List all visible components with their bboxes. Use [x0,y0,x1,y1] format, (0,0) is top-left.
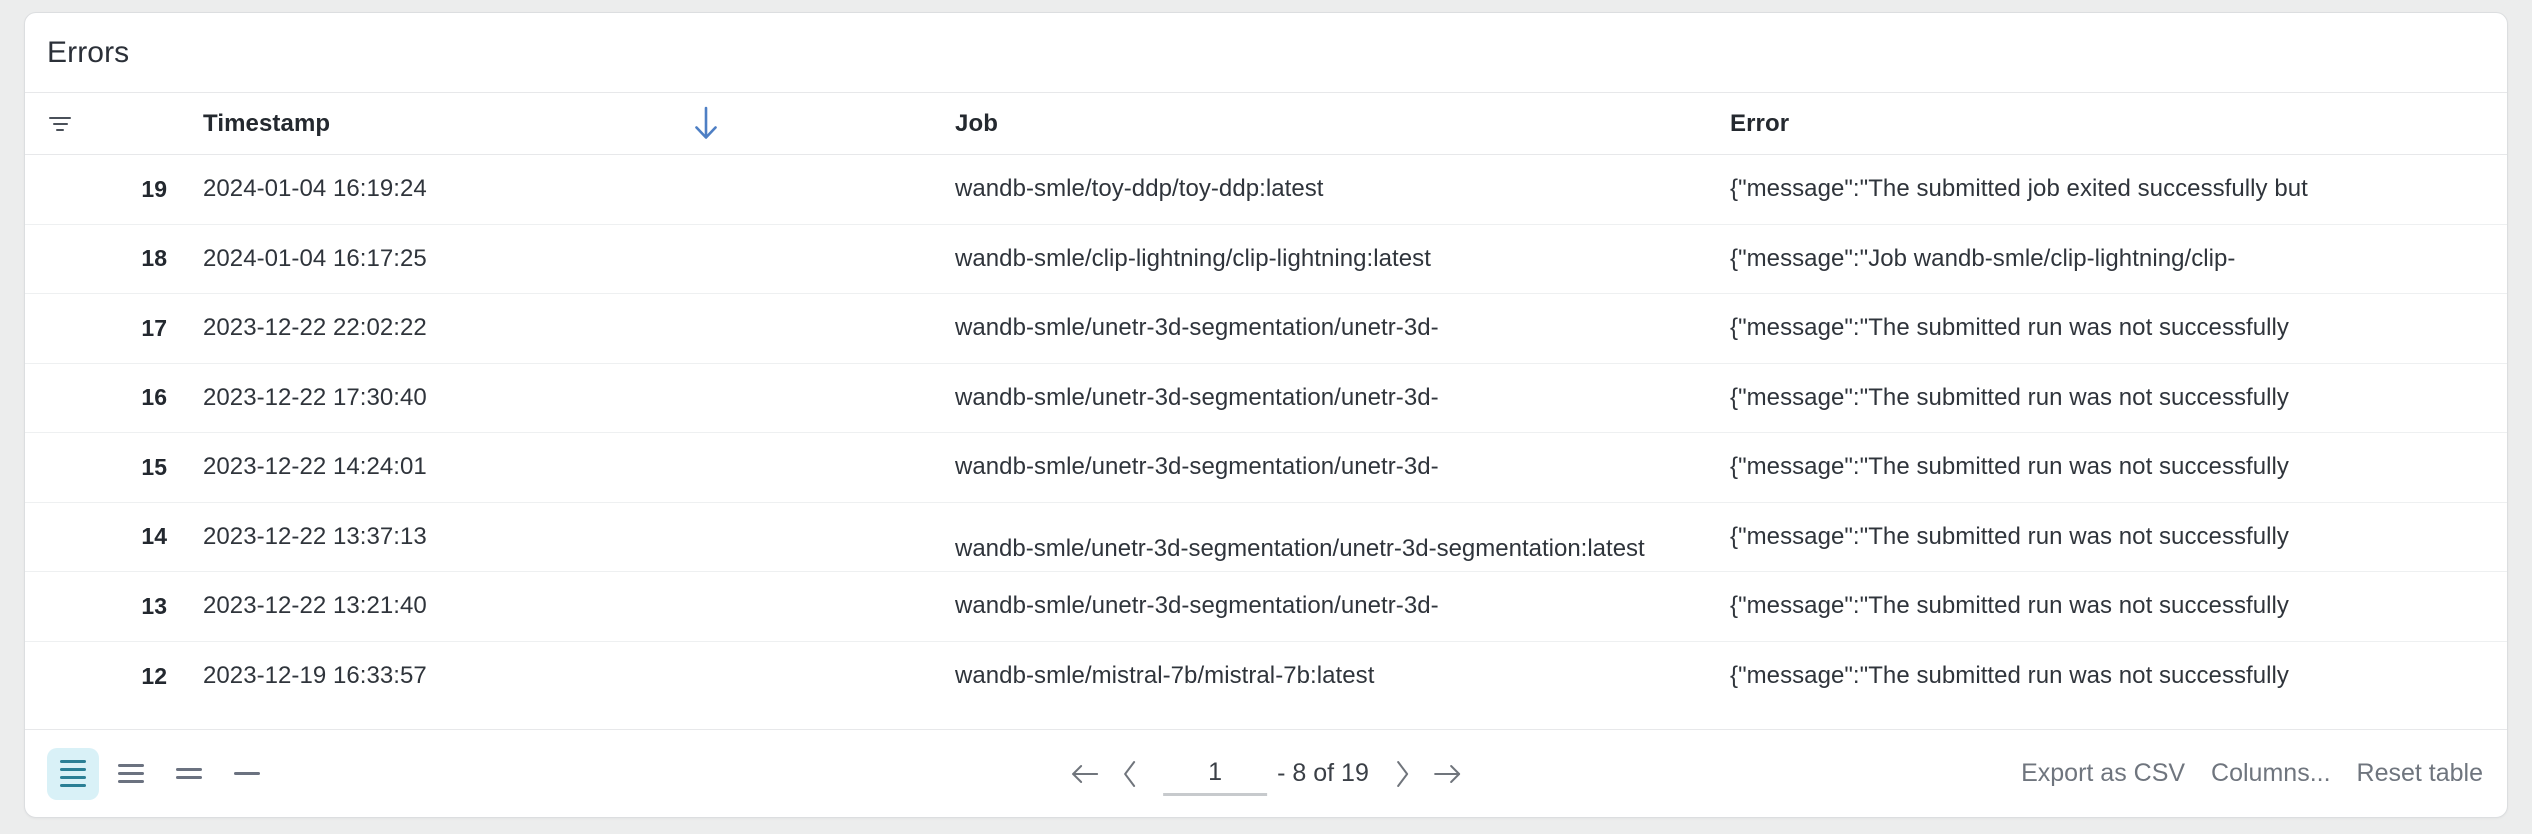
row-index: 14 [141,523,167,550]
cell-error: {"message":"The submitted run was not su… [1730,383,2289,411]
table-row[interactable]: 15 2023-12-22 14:24:01 wandb-smle/unetr-… [25,433,2507,503]
table-header-row: Timestamp Job Error [25,93,2507,155]
row-index: 15 [141,453,167,480]
row-index: 12 [141,662,167,689]
table-footer: - 8 of 19 [25,729,2507,817]
column-header-timestamp-label: Timestamp [203,109,331,137]
cell-timestamp: 2024-01-04 16:17:25 [203,244,427,272]
arrow-left-icon [1068,761,1100,787]
cell-job: wandb-smle/toy-ddp/toy-ddp:latest [955,175,1324,203]
cell-timestamp: 2023-12-22 17:30:40 [203,383,427,411]
page-title: Errors [47,35,130,69]
row-index: 13 [141,592,167,619]
cell-job: wandb-smle/mistral-7b/mistral-7b:latest [955,662,1375,690]
density-toggle-group [47,747,273,800]
row-index: 19 [141,175,167,202]
table-row[interactable]: 18 2024-01-04 16:17:25 wandb-smle/clip-l… [25,225,2507,294]
table-row[interactable]: 16 2023-12-22 17:30:40 wandb-smle/unetr-… [25,364,2507,433]
density-comfortable-button[interactable] [47,747,99,800]
table-row[interactable]: 17 2023-12-22 22:02:22 wandb-smle/unetr-… [25,294,2507,364]
first-page-button[interactable] [1061,748,1107,800]
next-page-button[interactable] [1379,748,1425,800]
cell-error: {"message":"Job wandb-smle/clip-lightnin… [1730,244,2236,272]
cell-timestamp: 2023-12-22 14:24:01 [203,453,427,481]
panel-header: Errors [25,13,2507,93]
columns-button[interactable]: Columns... [2211,759,2331,787]
arrow-right-icon [1432,761,1464,787]
cell-job: wandb-smle/unetr-3d-segmentation/unetr-3… [955,535,1645,563]
cell-error: {"message":"The submitted run was not su… [1730,314,2289,342]
cell-job: wandb-smle/clip-lightning/clip-lightning… [955,244,1431,272]
cell-timestamp: 2024-01-04 16:19:24 [203,175,427,203]
cell-job: wandb-smle/unetr-3d-segmentation/unetr-3… [955,314,1439,342]
cell-timestamp: 2023-12-22 22:02:22 [203,314,427,342]
last-page-button[interactable] [1425,748,1471,800]
cell-job: wandb-smle/unetr-3d-segmentation/unetr-3… [955,592,1439,620]
column-header-timestamp[interactable]: Timestamp [175,106,945,139]
row-index: 17 [141,314,167,341]
cell-error: {"message":"The submitted run was not su… [1730,592,2289,620]
cell-error: {"message":"The submitted run was not su… [1730,662,2289,690]
density-compact-button[interactable] [163,748,215,800]
cell-timestamp: 2023-12-19 16:33:57 [203,662,427,690]
column-header-error[interactable]: Error [1720,110,2507,138]
density-single-line-button[interactable] [221,748,273,800]
row-index: 18 [141,245,167,272]
density-standard-button[interactable] [105,748,157,800]
pagination-controls: - 8 of 19 [1061,748,1471,800]
table-row[interactable]: 14 2023-12-22 13:37:13 wandb-smle/unetr-… [25,503,2507,572]
sort-descending-arrow-icon[interactable] [689,105,723,143]
cell-job: wandb-smle/unetr-3d-segmentation/unetr-3… [955,383,1439,411]
footer-actions: Export as CSV Columns... Reset table [2021,759,2483,788]
errors-panel: Errors Timestamp [24,12,2508,818]
cell-timestamp: 2023-12-22 13:21:40 [203,592,427,620]
pagination-range-label: - 8 of 19 [1277,759,1369,787]
cell-error: {"message":"The submitted job exited suc… [1730,175,2308,203]
cell-job: wandb-smle/unetr-3d-segmentation/unetr-3… [955,453,1439,481]
filter-icon[interactable] [47,113,73,135]
table-row[interactable]: 12 2023-12-19 16:33:57 wandb-smle/mistra… [25,642,2507,712]
cell-timestamp: 2023-12-22 13:37:13 [203,522,427,550]
chevron-right-icon [1392,759,1412,789]
reset-table-button[interactable]: Reset table [2356,759,2483,787]
table-row[interactable]: 13 2023-12-22 13:21:40 wandb-smle/unetr-… [25,572,2507,642]
column-header-job-label: Job [955,109,998,137]
table-row[interactable]: 19 2024-01-04 16:19:24 wandb-smle/toy-dd… [25,155,2507,225]
filter-button[interactable] [25,113,95,135]
page-number-input[interactable] [1163,751,1268,796]
column-header-job[interactable]: Job [945,110,1720,138]
chevron-left-icon [1120,759,1140,789]
previous-page-button[interactable] [1107,748,1153,800]
row-index: 16 [141,384,167,411]
export-as-csv-button[interactable]: Export as CSV [2021,759,2186,787]
cell-error: {"message":"The submitted run was not su… [1730,522,2289,550]
errors-table: Timestamp Job Error [25,93,2507,729]
cell-error: {"message":"The submitted run was not su… [1730,453,2289,481]
column-header-error-label: Error [1730,109,1790,137]
table-body: 19 2024-01-04 16:19:24 wandb-smle/toy-dd… [25,155,2507,729]
